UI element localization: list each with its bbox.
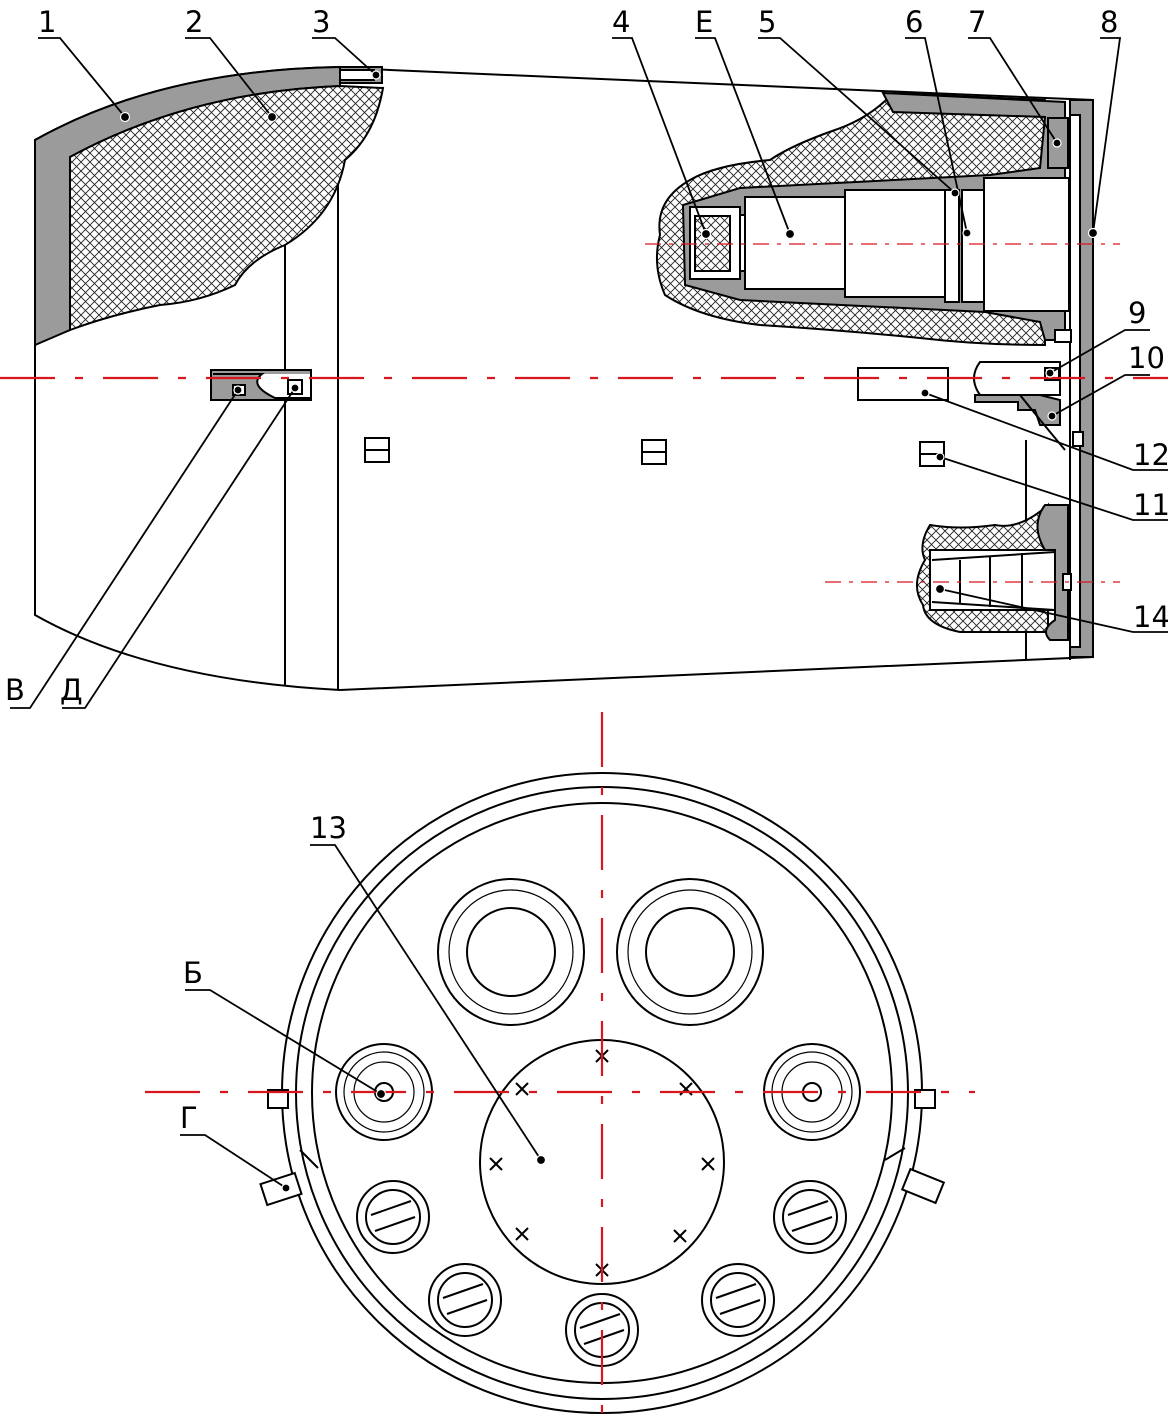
lens-right-outer [616,878,764,1026]
small-tab [1054,329,1072,343]
slotted-screws [356,1180,847,1367]
label-7: 7 [968,5,986,39]
side-view [0,65,1168,692]
label-E: Е [695,5,713,39]
ring-part-3-inner [339,69,375,81]
unit-E [744,196,846,290]
callout-labels: 1 2 3 4 Е 5 6 7 8 9 10 12 11 14 В Д 13 Б… [5,5,1168,1135]
socket-B-ring [343,1051,425,1133]
disk-6a [944,189,960,303]
clip [1072,431,1084,447]
unit-5 [844,189,946,298]
label-13: 13 [310,811,347,845]
lug-right-lower [900,1167,946,1205]
label-10: 10 [1128,341,1165,375]
label-V: В [5,673,25,707]
label-D: Д [60,673,83,707]
connector-10-body [974,394,1061,426]
lower-assembly-wall [1036,504,1069,641]
lug-G [259,1171,303,1207]
connector-curve [1019,394,1066,451]
label-G: Г [180,1101,198,1135]
label-2: 2 [185,5,203,39]
label-5: 5 [758,5,776,39]
lens-left [466,907,556,997]
connector-9-housing [973,361,1061,396]
lug-right [914,1089,936,1109]
end-view [145,712,975,1423]
lens-left-outer [437,878,585,1026]
label-6: 6 [905,5,923,39]
lug-left [267,1089,289,1109]
leader-lines [10,37,1168,1189]
lock-cavity [213,373,312,399]
leader-dots [119,70,1099,1193]
label-14: 14 [1133,600,1168,634]
end-plate-8-inner [1069,114,1081,648]
label-B: Б [183,956,203,990]
label-4: 4 [612,5,630,39]
lug-marks [299,1147,906,1169]
label-8: 8 [1100,5,1118,39]
lens-right-ring [627,889,753,1015]
label-1: 1 [38,5,56,39]
label-9: 9 [1128,296,1146,330]
disk-6 [961,189,985,303]
label-11: 11 [1133,488,1168,522]
label-12: 12 [1133,438,1168,472]
lens-right [645,907,735,997]
lens-left-ring [448,889,574,1015]
insulation-layer [69,84,385,332]
label-3: 3 [312,5,330,39]
block-12 [857,367,949,401]
